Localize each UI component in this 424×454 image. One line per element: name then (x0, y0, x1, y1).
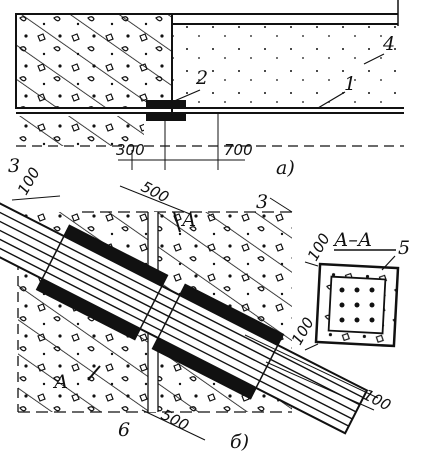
callout-6: 6 (118, 419, 130, 441)
section-title: А–А (332, 229, 372, 251)
callout-2: 2 (195, 67, 208, 89)
callout-1: 1 (344, 73, 356, 95)
dim-700: 700 (224, 141, 253, 159)
section-mark-lower: А (52, 371, 68, 393)
sleeve-upper (63, 225, 168, 287)
dim-500-top: 500 (138, 178, 172, 207)
dim-100-section-bottom: 100 (360, 386, 394, 415)
sleeve-2 (146, 100, 186, 108)
callout-3-a: 3 (8, 155, 20, 177)
fill-area-4 (172, 24, 402, 108)
figure-b (0, 185, 379, 441)
figure-a (15, 0, 404, 170)
callout-3-b: 3 (256, 191, 268, 213)
section-a-a (304, 249, 400, 351)
section-mark-upper: А (180, 209, 196, 231)
callout-4: 4 (382, 33, 395, 55)
dim-100-section-mid: 100 (288, 314, 318, 348)
callout-5: 5 (398, 237, 410, 259)
section-pipe-grid (339, 287, 375, 323)
dim-300: 300 (116, 141, 145, 159)
figure-a-letter: а) (276, 157, 295, 179)
figure-b-letter: б) (230, 431, 249, 453)
dim-100-section-top: 100 (304, 230, 334, 264)
sleeve-lower (179, 284, 284, 346)
